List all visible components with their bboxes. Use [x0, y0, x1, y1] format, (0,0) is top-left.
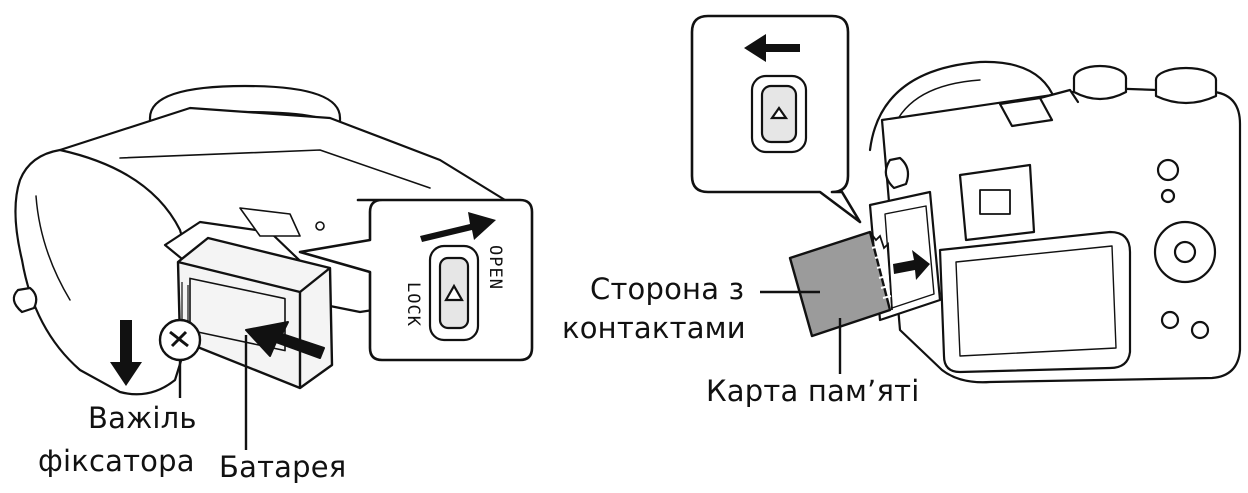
left-callout [298, 198, 534, 362]
battery-label: Батарея [219, 450, 347, 484]
memory-card-label: Карта пам’яті [706, 374, 920, 408]
memory-card [788, 230, 893, 338]
lever-label-line1: Важіль [88, 401, 197, 435]
lever-label-line2: фіксатора [38, 444, 195, 478]
callout-lock-text: LOCK [403, 282, 423, 327]
down-arrow [110, 320, 142, 386]
battery-insert-arrow [245, 321, 325, 359]
contacts-label-line2: контактами [562, 311, 746, 345]
contacts-label-line1: Сторона з [590, 272, 745, 306]
right-camera [868, 60, 1242, 384]
card-insert-arrow [893, 250, 930, 280]
right-callout [690, 14, 862, 224]
lock-lever [158, 318, 202, 362]
battery [176, 236, 334, 390]
card-door-switch [750, 74, 808, 154]
callout-switch [428, 244, 480, 342]
callout-open-text: OPEN [485, 245, 505, 290]
